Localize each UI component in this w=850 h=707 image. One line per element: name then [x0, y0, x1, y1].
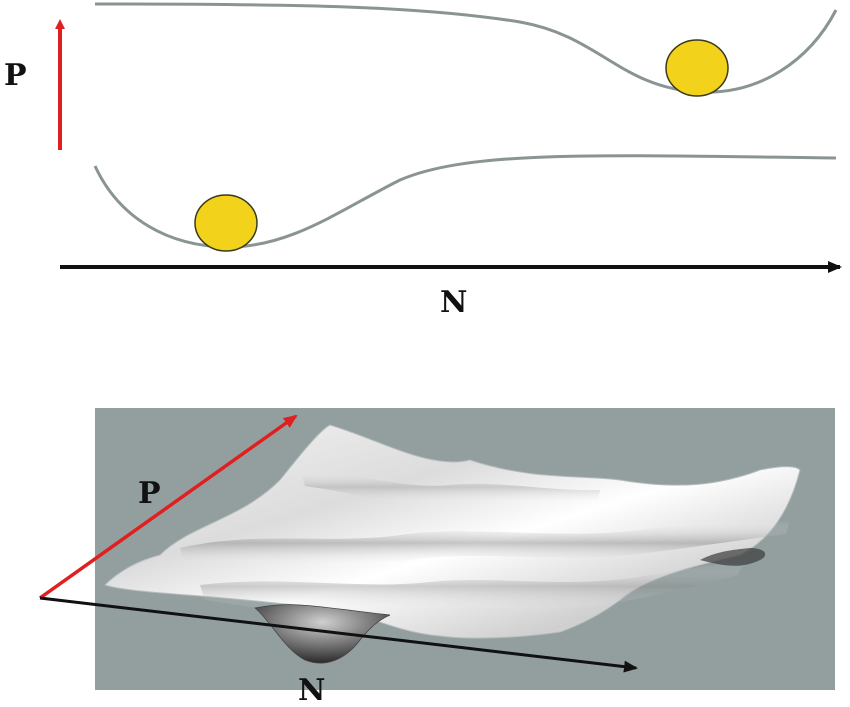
p-axis-label: P — [4, 58, 27, 93]
ball-left — [194, 194, 258, 252]
lower-potential-curve — [93, 154, 837, 249]
landscape-pit — [254, 604, 391, 664]
p-axis-label-3d: P — [138, 476, 161, 511]
n-axis-label: N — [440, 285, 467, 320]
bottom-panel: P N — [38, 408, 835, 707]
upper-potential-curve — [94, 2, 838, 94]
top-panel: P N — [4, 2, 842, 320]
p-axis-arrow-3d — [38, 414, 298, 600]
landscape-surface — [104, 424, 801, 664]
n-axis-arrow-3d — [39, 596, 638, 673]
ball-right — [665, 39, 729, 97]
n-axis-label-3d: N — [298, 673, 325, 707]
